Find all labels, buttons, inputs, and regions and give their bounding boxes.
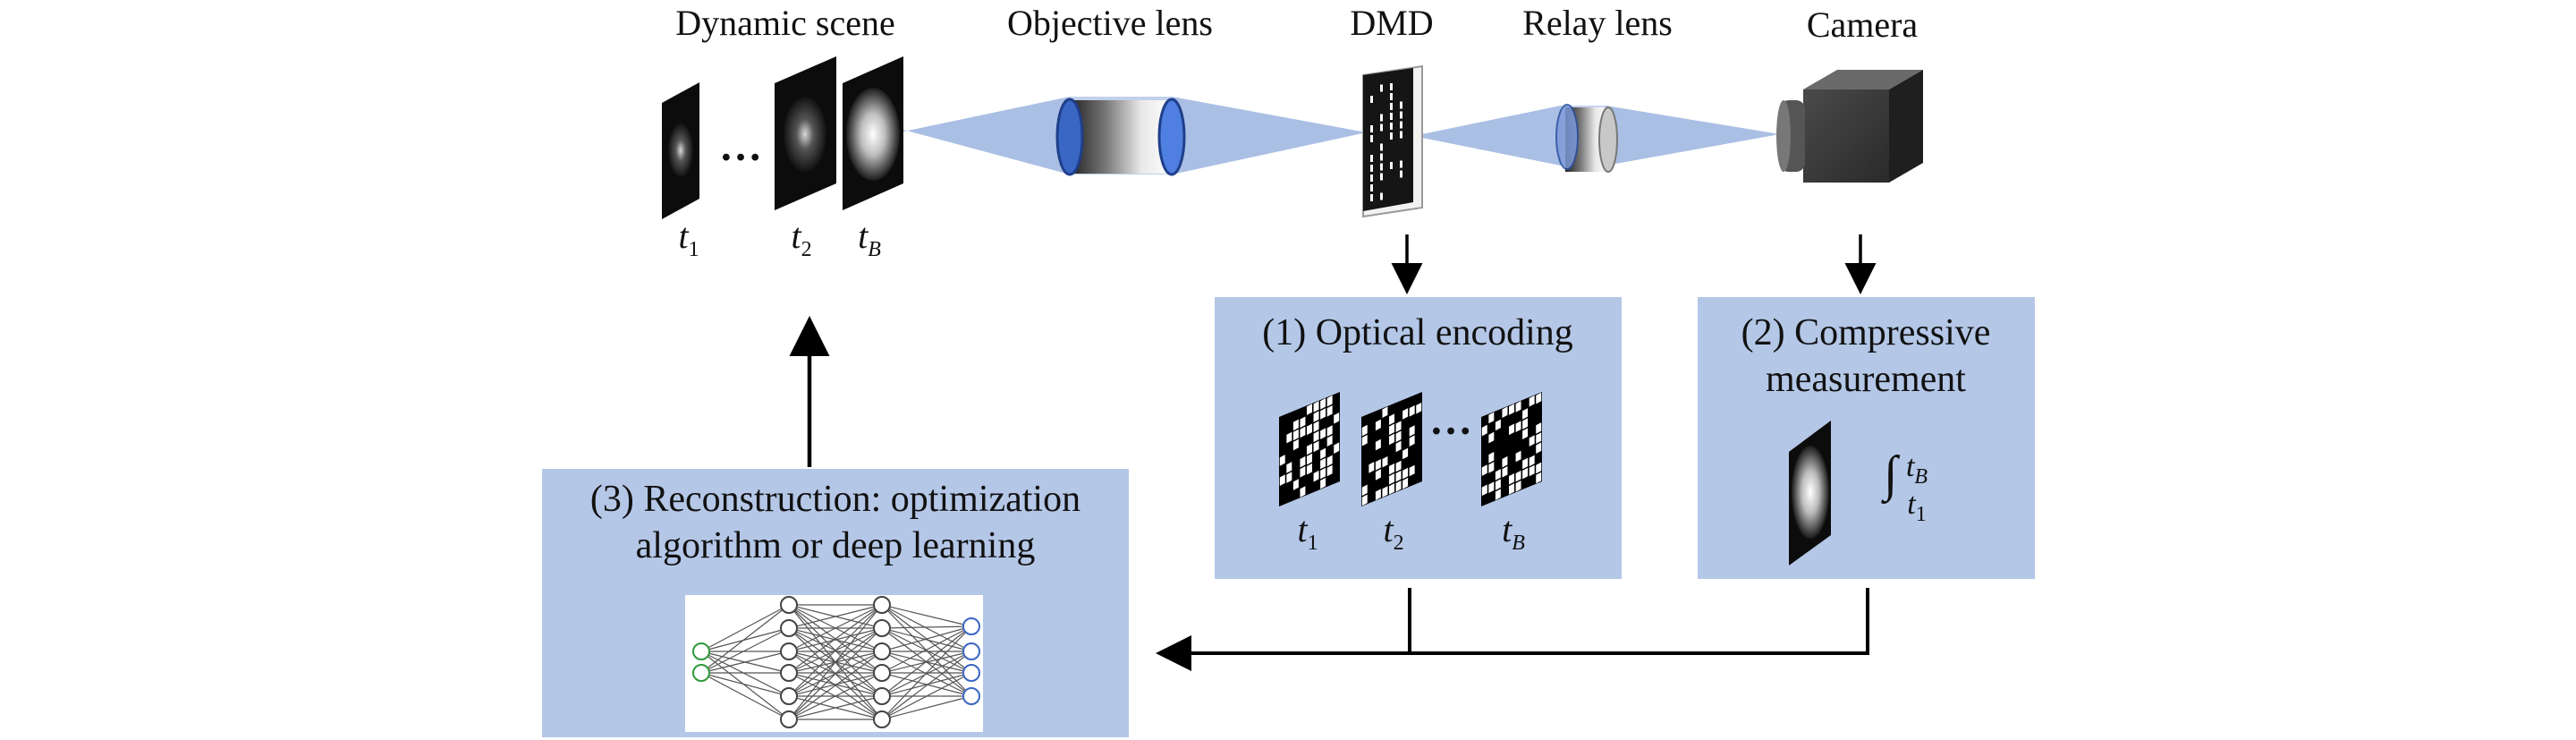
encoding-ellipsis: … xyxy=(1429,396,1472,444)
integral-symbol: ∫ xyxy=(1884,447,1898,502)
relay-lens-label: Relay lens xyxy=(1522,3,1673,43)
scene-time-t1: t1 xyxy=(678,216,699,261)
dynamic-scene-label: Dynamic scene xyxy=(675,3,895,43)
scene-time-tB: tB xyxy=(858,216,881,261)
coded-mask-tB xyxy=(1481,392,1542,506)
integral-lower-limit: t1 xyxy=(1907,488,1927,526)
reconstruction-title-line1: (3) Reconstruction: optimization xyxy=(589,479,1081,520)
measurement-title-line2: measurement xyxy=(1766,359,1966,400)
coded-mask-t1 xyxy=(1279,392,1340,506)
encoding-time-t1: t1 xyxy=(1297,509,1318,555)
integral-upper-limit: tB xyxy=(1905,450,1928,489)
camera-label: Camera xyxy=(1806,4,1919,45)
neural-network-graph xyxy=(692,596,980,728)
scene-frame-t1 xyxy=(662,82,699,219)
dmd-device xyxy=(1362,64,1423,218)
compressive-measurement-box xyxy=(1698,297,2035,579)
scene-frame-t2 xyxy=(775,56,836,210)
coded-mask-t2 xyxy=(1361,392,1422,506)
measurement-image xyxy=(1789,421,1831,566)
reconstruction-title-line2: algorithm or deep learning xyxy=(635,525,1036,566)
light-beam xyxy=(903,97,1780,174)
objective-lens xyxy=(1055,98,1186,176)
camera xyxy=(1776,70,1923,183)
scene-time-t2: t2 xyxy=(791,216,812,261)
measurement-title-line1: (2) Compressive xyxy=(1741,312,1991,353)
dmd-label: DMD xyxy=(1350,3,1434,43)
relay-lens xyxy=(1555,104,1618,173)
reconstruction-title: (3) Reconstruction: optimization algorit… xyxy=(590,476,1080,569)
encoding-time-t2: t2 xyxy=(1383,509,1404,555)
encoding-time-tB: tB xyxy=(1502,509,1525,555)
scene-ellipsis: … xyxy=(719,123,762,170)
compressive-measurement-title: (2) Compressive measurement xyxy=(1741,310,1991,403)
feedback-arrow xyxy=(1156,588,1869,671)
optical-encoding-title: (1) Optical encoding xyxy=(1262,312,1573,353)
objective-lens-label: Objective lens xyxy=(1007,3,1213,43)
scene-frame-tB xyxy=(843,56,903,210)
